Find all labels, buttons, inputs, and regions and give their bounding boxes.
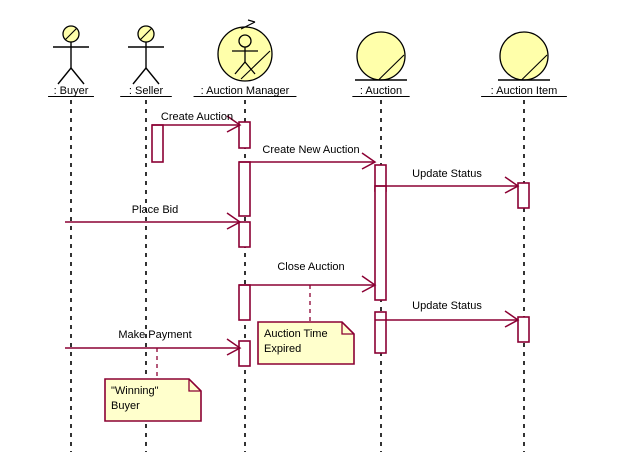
message-arrowhead-icon xyxy=(226,115,242,133)
message-label: Create New Auction xyxy=(262,144,359,156)
control-slash-icon xyxy=(240,50,271,80)
participant-label-auction: : Auction xyxy=(360,85,402,97)
participant-label-buyer: : Buyer xyxy=(54,85,89,97)
activation-bar-seller xyxy=(151,124,164,163)
activation-bar-auction_manager xyxy=(238,284,251,321)
note-fold-corner-icon xyxy=(341,322,354,335)
participant-label-auction_manager: : Auction Manager xyxy=(201,85,290,97)
actor-leg-right-icon xyxy=(70,67,85,85)
message-arrowhead-icon xyxy=(226,212,242,230)
message-m7[interactable] xyxy=(65,338,242,356)
message-arrowhead-icon xyxy=(361,275,377,293)
message-m3[interactable] xyxy=(375,176,520,194)
note-body xyxy=(257,321,355,365)
message-label: Make Payment xyxy=(118,329,191,341)
message-m2[interactable] xyxy=(239,152,377,170)
message-label: Update Status xyxy=(412,168,482,180)
message-label: Place Bid xyxy=(132,204,178,216)
control-arrow-icon xyxy=(240,21,256,30)
messages-layer xyxy=(65,115,520,356)
note-line: "Winning" xyxy=(111,385,159,397)
message-arrowhead-icon xyxy=(226,338,242,356)
participant-heads-layer: : Buyer : Seller : Auction Manager : Auctio… xyxy=(48,19,567,97)
participant-head-buyer[interactable]: : Buyer xyxy=(48,25,94,97)
note-body xyxy=(104,378,202,422)
activation-bar-auction xyxy=(374,311,387,354)
note-line: Auction Time xyxy=(264,328,328,340)
activation-bar-auction xyxy=(374,185,387,301)
message-m5[interactable] xyxy=(239,275,377,293)
message-m6[interactable] xyxy=(375,310,520,328)
participant-label-seller: : Seller xyxy=(129,85,164,97)
activation-bar-auction_manager xyxy=(238,161,251,217)
entity-slash-icon xyxy=(521,54,548,80)
participant-label-auction_item: : Auction Item xyxy=(491,85,558,97)
message-arrowhead-icon xyxy=(504,310,520,328)
participant-head-auction_manager[interactable]: : Auction Manager xyxy=(193,19,297,97)
note-line: Expired xyxy=(264,343,301,355)
participant-head-seller[interactable]: : Seller xyxy=(120,25,172,97)
message-arrowhead-icon xyxy=(361,152,377,170)
control-arrow-barb-icon xyxy=(247,19,256,23)
activation-bar-auction_manager xyxy=(238,340,251,367)
entity-slash-icon xyxy=(378,54,405,80)
message-arrowhead-icon xyxy=(504,176,520,194)
message-label: Update Status xyxy=(412,300,482,312)
inner-actor-leg-left-icon xyxy=(234,61,246,75)
inner-actor-leg-right-icon xyxy=(244,61,256,75)
note-line: Buyer xyxy=(111,400,140,412)
note-note_winning_buyer[interactable]: "Winning" Buyer xyxy=(104,348,202,422)
participant-head-auction[interactable]: : Auction xyxy=(352,31,410,97)
entity-circle-icon xyxy=(499,31,549,81)
activation-bar-auction_manager xyxy=(238,221,251,248)
note-fold-corner-icon xyxy=(188,379,201,392)
actor-leg-left-icon xyxy=(132,67,147,85)
message-label: Create Auction xyxy=(161,111,233,123)
actor-leg-left-icon xyxy=(57,67,72,85)
activation-bar-auction_item xyxy=(517,182,530,209)
entity-circle-icon xyxy=(356,31,406,81)
message-m1[interactable] xyxy=(152,115,242,133)
actor-leg-right-icon xyxy=(145,67,160,85)
actor-head-slash-icon xyxy=(65,28,77,40)
actor-head-slash-icon xyxy=(140,28,152,40)
activation-bar-auction_manager xyxy=(238,121,251,149)
message-label: Close Auction xyxy=(277,261,344,273)
activation-bar-auction_item xyxy=(517,316,530,343)
participant-head-auction_item[interactable]: : Auction Item xyxy=(481,31,567,97)
message-m4[interactable] xyxy=(65,212,242,230)
